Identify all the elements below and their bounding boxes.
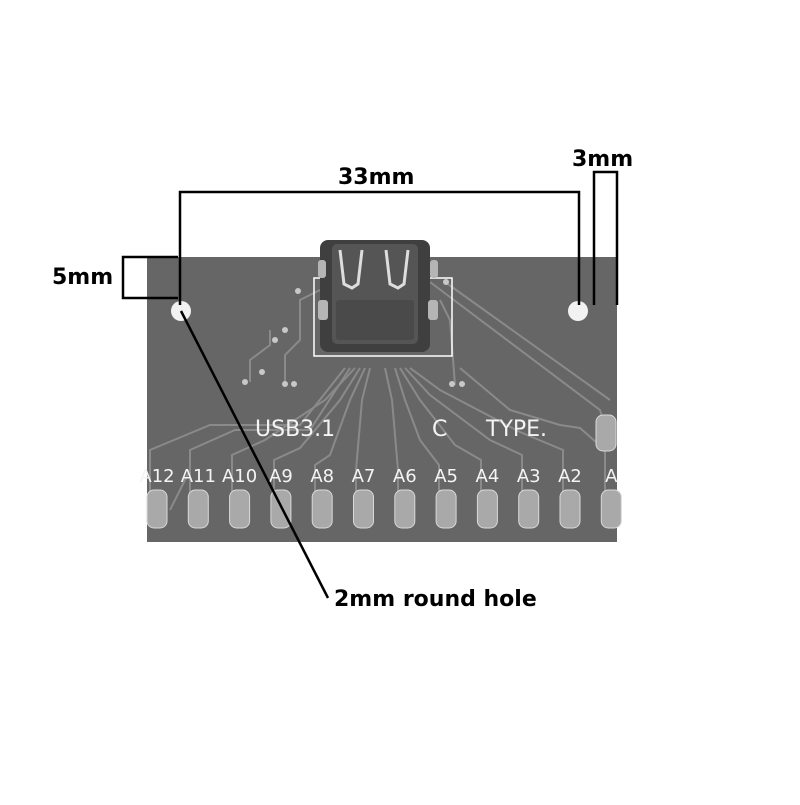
pin-labels: A12 A11 A10 A9 A8 A7 A6 A5 A4 A3 A2 A (139, 466, 618, 487)
label-33mm: 33mm (338, 165, 414, 190)
pin-label: A10 (222, 466, 257, 487)
label-3mm: 3mm (572, 147, 633, 172)
solder-pad (476, 489, 498, 529)
mounting-hole-right (568, 301, 588, 321)
pin-label: A6 (393, 466, 417, 487)
pin-label: A11 (181, 466, 216, 487)
solder-pad (187, 489, 209, 529)
solder-pad (435, 489, 457, 529)
silkscreen-type: TYPE. (485, 417, 547, 442)
pcb-vias (242, 279, 465, 387)
dimension-line-3mm (592, 170, 619, 305)
pin-label: A5 (434, 466, 458, 487)
pin-label: A3 (517, 466, 541, 487)
label-2mm-round-hole: 2mm round hole (334, 587, 537, 612)
dimension-line-5mm (121, 255, 178, 300)
hole-leader-line (179, 310, 330, 599)
pin-label: A8 (310, 466, 334, 487)
pcb-traces (149, 281, 611, 512)
solder-pad (311, 489, 333, 529)
silkscreen-c: C (432, 417, 447, 442)
solder-pad (353, 489, 374, 529)
solder-pad (229, 489, 251, 529)
solder-pad (146, 489, 168, 529)
solder-pad (600, 489, 622, 529)
solder-pad (559, 489, 581, 529)
silkscreen-usb31: USB3.1 (255, 417, 335, 442)
solder-pad (518, 489, 540, 529)
pin-label: A12 (139, 466, 174, 487)
pin-label: A2 (558, 466, 582, 487)
pin-label: A4 (476, 466, 500, 487)
pin-label: A9 (269, 466, 293, 487)
label-5mm: 5mm (52, 265, 113, 290)
usb-c-connector (318, 240, 438, 352)
pin-label: A7 (352, 466, 376, 487)
dimension-line-33mm (178, 190, 581, 305)
solder-pad (394, 489, 416, 529)
solder-pad-extra (595, 414, 617, 452)
dimension-lines (121, 170, 619, 599)
pin-label: A (605, 466, 618, 487)
